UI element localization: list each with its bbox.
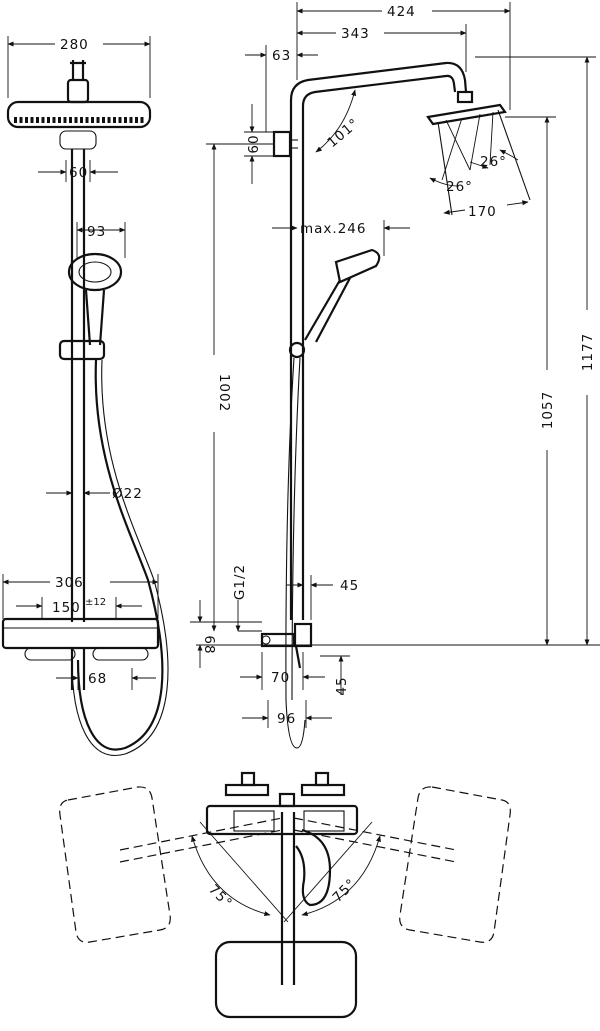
front-dim-280: 280 <box>7 36 151 98</box>
dim-bracket-offset-label: 63 <box>272 48 291 64</box>
side-dim-1177: 1177 <box>475 56 596 646</box>
top-rotation-right <box>283 786 511 943</box>
front-rail <box>59 130 97 622</box>
side-head-shower <box>426 90 507 126</box>
side-dim-max246: max.246 <box>272 220 410 256</box>
dim-hand-reach-label: max.246 <box>300 221 366 237</box>
dim-offset-68-label: 68 <box>201 635 217 654</box>
dim-thermostat-depth-label: 68 <box>88 671 107 687</box>
dim-head-width-label: 280 <box>60 37 89 53</box>
dim-offset-70-label: 70 <box>271 670 290 686</box>
dim-spray-angle-upper-label: 26° <box>480 154 507 170</box>
front-dim-22: Ø22 <box>46 486 143 502</box>
top-valves <box>205 771 359 836</box>
side-hand-shower <box>288 248 381 359</box>
side-dim-96: 96 <box>242 700 332 728</box>
dim-arm-reach-label: 343 <box>341 26 370 42</box>
dim-hand-shower-label: 93 <box>87 224 106 240</box>
side-riser <box>289 61 468 620</box>
dim-rotation-left-label: 75° <box>205 882 235 912</box>
side-dim-45-lower: 45 <box>320 655 350 696</box>
dim-offset-45-upper-label: 45 <box>340 578 359 594</box>
front-head-shower <box>6 60 152 129</box>
side-dim-170: 170 <box>443 200 529 220</box>
side-dim-45-upper: 45 <box>286 575 359 620</box>
side-dim-g12: G1/2 <box>232 564 262 632</box>
dim-head-diameter-label: 170 <box>468 204 497 220</box>
side-hose <box>285 357 306 749</box>
side-dim-101: 101° <box>315 89 363 153</box>
front-dim-93: 93 <box>76 222 126 258</box>
side-dim-1057: 1057 <box>505 116 556 646</box>
dim-inlet-tolerance-label: ±12 <box>85 597 106 608</box>
side-dim-68: 68 <box>190 600 262 668</box>
front-view: 280 60 93 Ø22 306 <box>1 36 169 756</box>
side-wall-bracket <box>272 130 298 158</box>
side-dim-63: 63 <box>245 45 318 132</box>
front-dim-68: 68 <box>56 668 156 690</box>
top-head-plate <box>214 940 358 1019</box>
side-dim-424: 424 <box>296 2 511 110</box>
side-spray-angles <box>429 109 531 216</box>
dim-spray-angle-lower-label: 26° <box>446 179 473 195</box>
front-thermostat <box>1 617 160 690</box>
front-hose <box>76 359 164 751</box>
dim-thread-label: G1/2 <box>232 564 248 600</box>
top-hand-shower <box>295 828 332 907</box>
dim-offset-96-label: 96 <box>277 711 296 727</box>
dim-offset-45-lower-label: 45 <box>334 676 350 695</box>
dim-pipe-diameter-label: Ø22 <box>112 486 143 502</box>
dim-head-height-label: 1057 <box>540 391 556 429</box>
top-rotation-left <box>59 786 289 943</box>
front-dim-306: 306 <box>2 574 159 619</box>
side-dim-70: 70 <box>240 652 325 690</box>
dim-total-height-label: 1177 <box>580 333 596 371</box>
top-view: 75° 75° <box>59 771 511 1019</box>
top-riser <box>280 812 296 985</box>
side-thermostat <box>260 622 313 669</box>
front-dim-150: 150 ±12 <box>16 597 142 619</box>
dim-inlet-spacing-label: 150 <box>52 600 81 616</box>
side-dim-343: 343 <box>296 24 467 72</box>
dim-arm-total-label: 424 <box>387 4 416 20</box>
dim-rail-height-label: 1002 <box>216 374 232 412</box>
side-dim-1002: 1002 <box>206 143 274 632</box>
side-view: 26° 26° 424 343 <box>190 2 600 749</box>
dim-thermostat-width-label: 306 <box>55 575 84 591</box>
front-hand-shower <box>58 252 123 361</box>
front-dim-60: 60 <box>38 160 118 182</box>
dim-wall-bracket-label: 60 <box>69 165 88 181</box>
